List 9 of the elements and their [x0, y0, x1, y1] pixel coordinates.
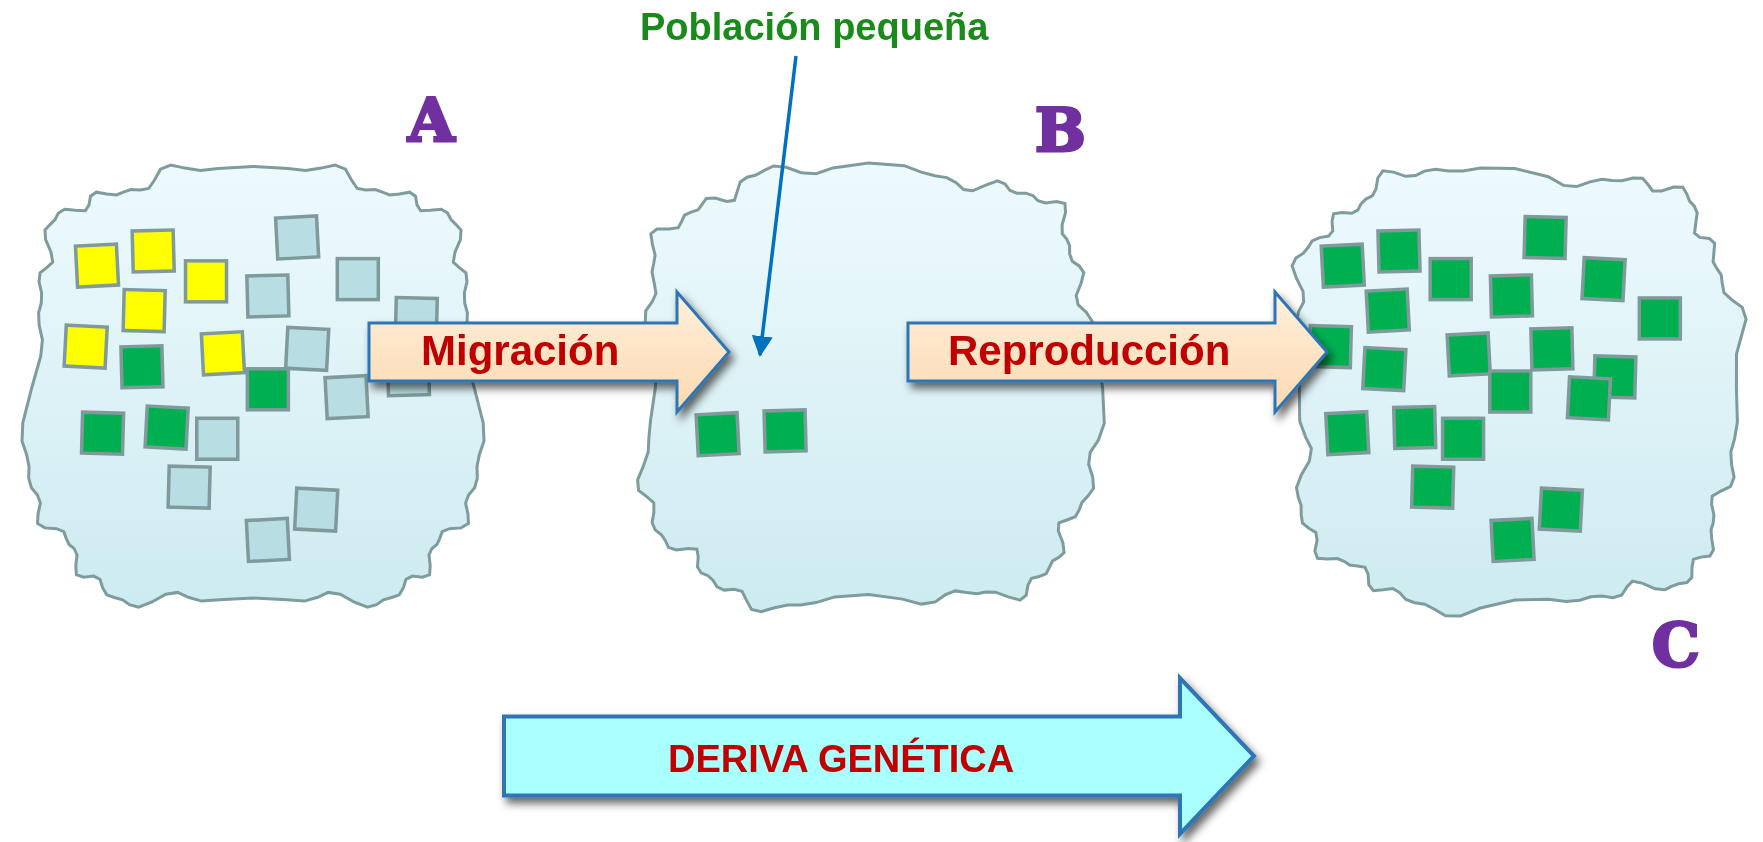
- block-arrow: [906, 287, 1329, 417]
- population-letter: B: [1035, 100, 1086, 160]
- block-arrow: [367, 287, 731, 417]
- edge-label: Migración: [421, 330, 620, 372]
- callout-text: Población pequeña: [640, 8, 989, 46]
- leader-arrow: [751, 55, 798, 358]
- population-letter: C: [1652, 615, 1700, 675]
- edge-label: Reproducción: [948, 330, 1231, 372]
- population-letter: A: [408, 90, 455, 150]
